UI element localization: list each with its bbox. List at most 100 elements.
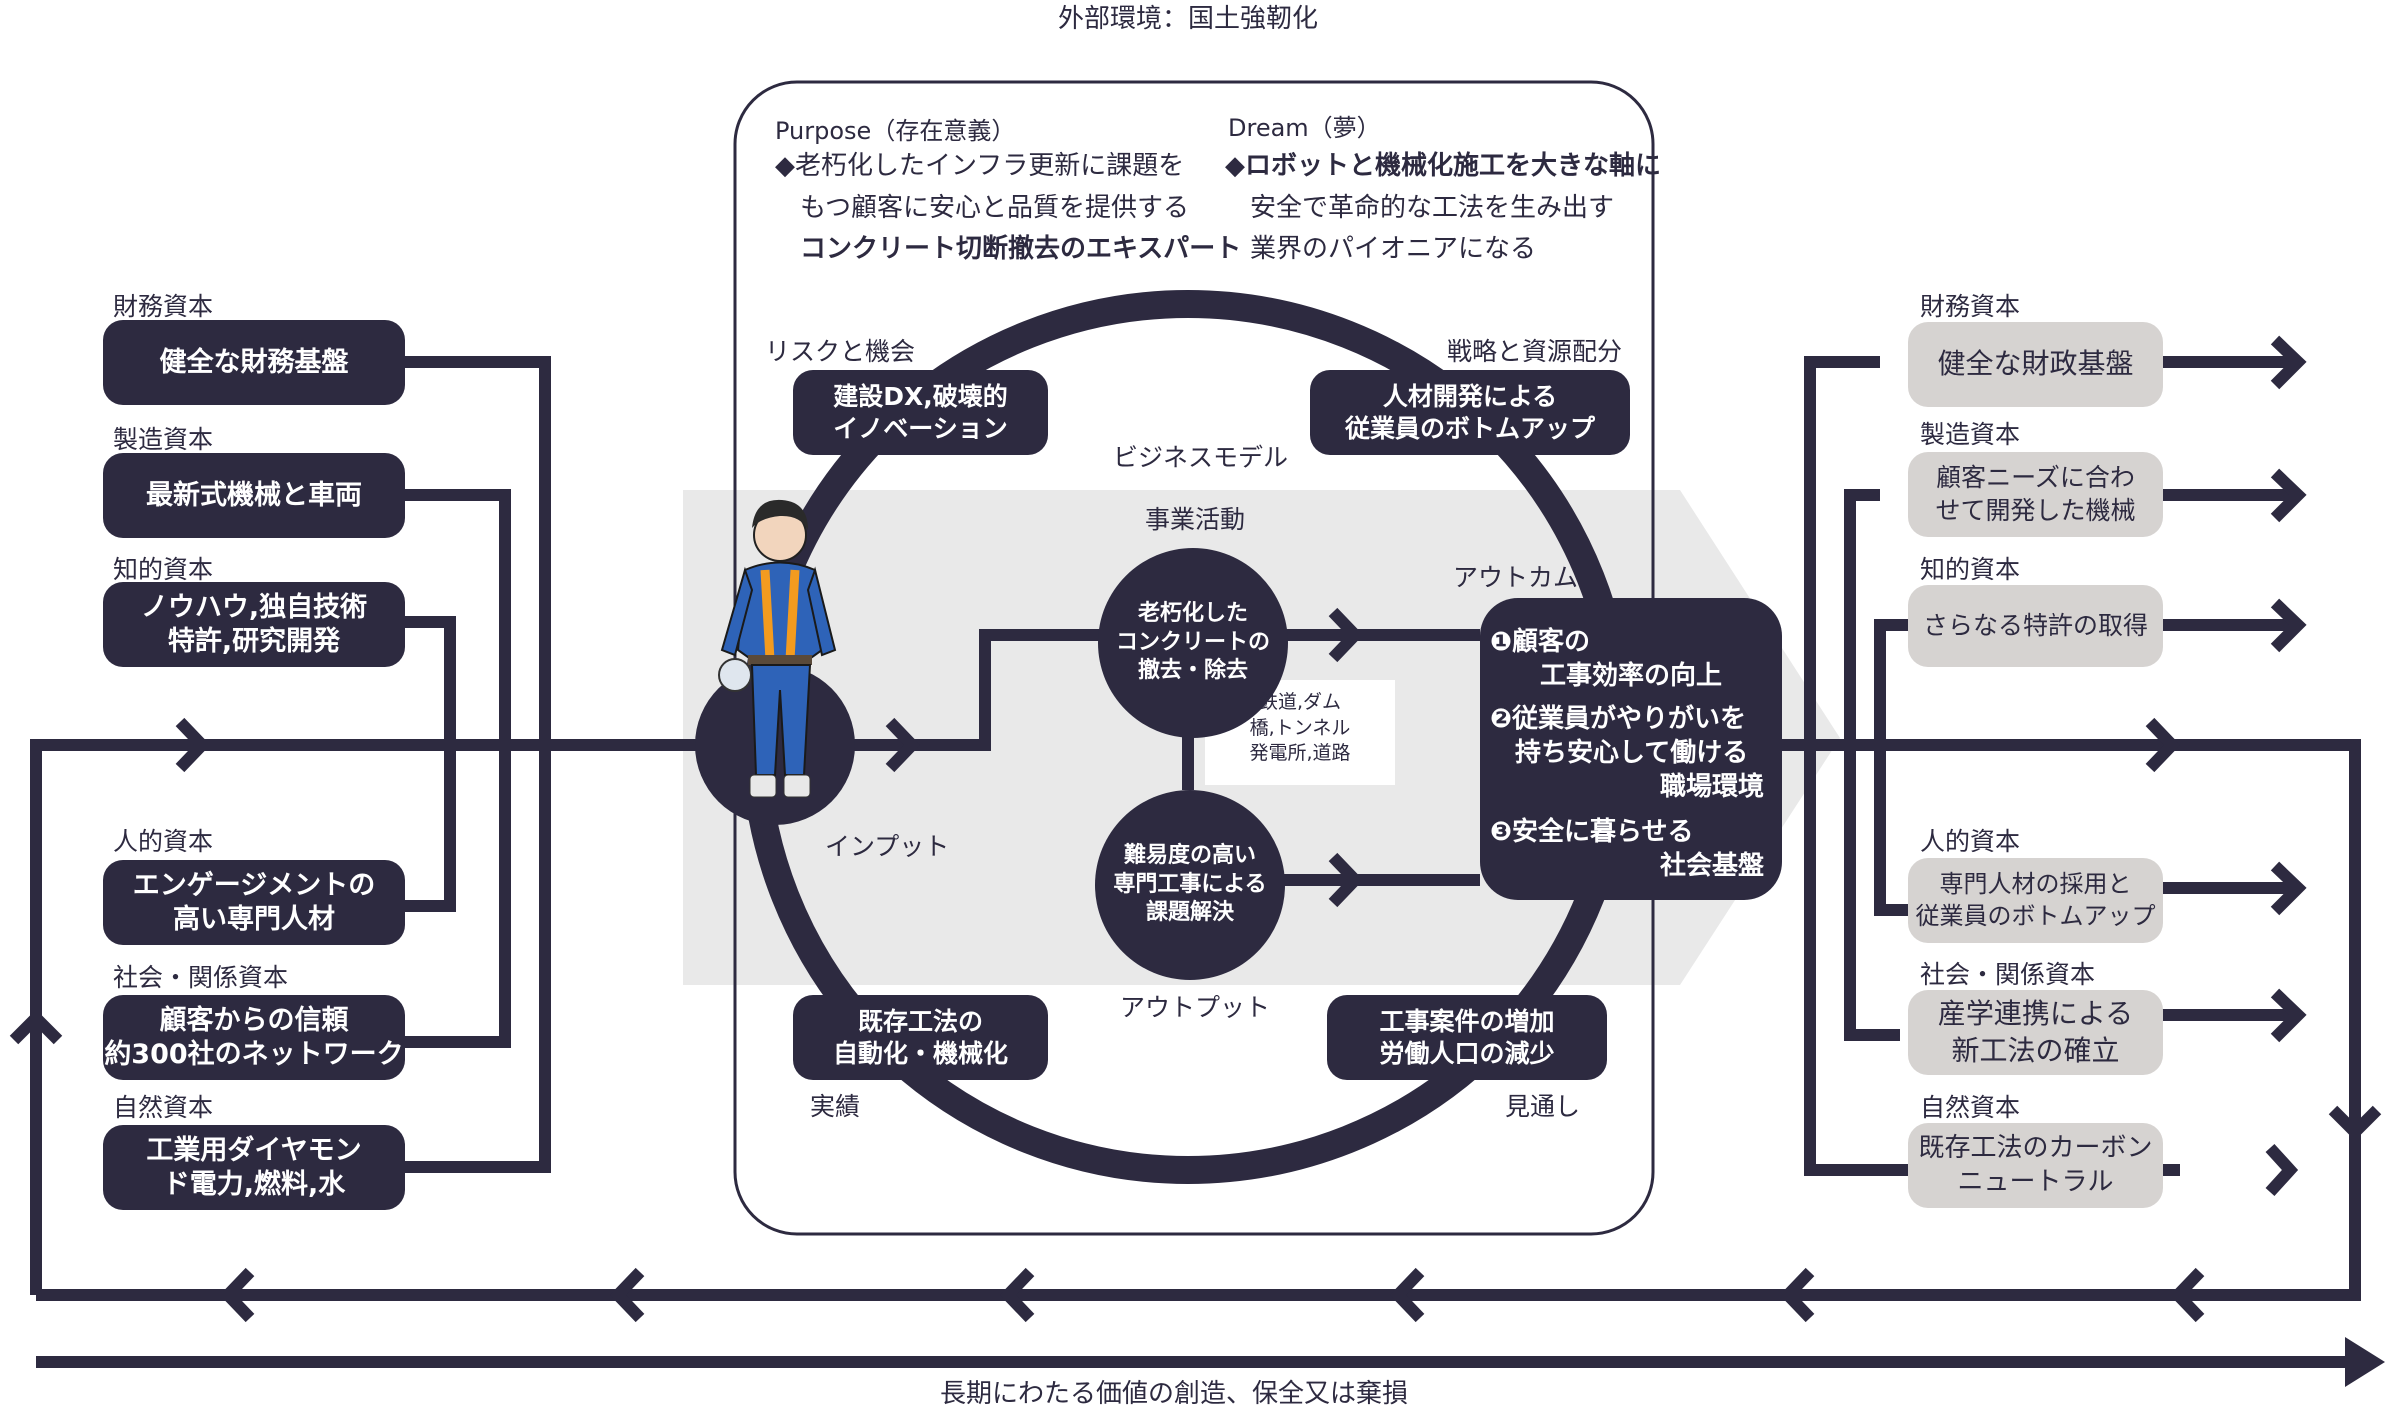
right-capital-text: ニュートラル <box>1957 1166 2114 1197</box>
left-capital-box-natural: 工業用ダイヤモン ド電力,燃料,水 <box>103 1125 405 1210</box>
outcome-1a: ❶顧客の <box>1490 627 1591 657</box>
arrow-chevron-icon <box>2270 861 2307 916</box>
right-flow <box>36 739 2361 1301</box>
outcome-2a: ❷従業員がやりがいを <box>1490 704 1747 734</box>
activity-text: 老朽化した <box>1137 601 1248 627</box>
outlook-text: 労働人口の減少 <box>1379 1038 1555 1068</box>
top-title: 外部環境：国土強靭化 <box>1058 4 1319 34</box>
left-capital-text: 約300社のネットワーク <box>104 1038 404 1070</box>
outcome-label: アウトカム <box>1453 563 1579 592</box>
left-capital-text: エンゲージメントの <box>132 869 376 901</box>
business-activity-label: 事業活動 <box>1145 505 1246 534</box>
connector-right-3 <box>1874 619 1915 916</box>
arrow-chevron-icon <box>2270 598 2307 653</box>
right-capital-label-manufacturing: 製造資本 <box>1920 420 2021 449</box>
arrow-chevron-icon <box>2270 468 2307 523</box>
target-line: 発電所,道路 <box>1249 742 1351 765</box>
activity-circle-removal: 老朽化した コンクリートの 撤去・除去 <box>1098 548 1288 738</box>
left-capital-text: 高い専門人材 <box>173 903 335 935</box>
right-capital-label-financial: 財務資本 <box>1920 292 2021 321</box>
right-capital-box-human: 専門人材の採用と 従業員のボトムアップ <box>1908 858 2163 943</box>
connector-right-2 <box>1844 489 1900 1041</box>
purpose-line1: ◆老朽化したインフラ更新に課題を <box>775 151 1185 181</box>
outcome-box: ❶顧客の 工事効率の向上 ❷従業員がやりがいを 持ち安心して働ける 職場環境 ❸… <box>1480 598 1782 900</box>
connector-manufacturing <box>405 489 511 1048</box>
purpose-heading: Purpose（存在意義） <box>775 117 1016 145</box>
left-capital-label-financial: 財務資本 <box>113 292 214 321</box>
right-capital-text: 従業員のボトムアップ <box>1915 901 2156 930</box>
strategy-text: 従業員のボトムアップ <box>1344 413 1595 443</box>
performance-label: 実績 <box>810 1092 861 1121</box>
right-capital-label-intellectual: 知的資本 <box>1920 555 2021 584</box>
left-capital-box-social: 顧客からの信頼 約300社のネットワーク <box>103 995 405 1080</box>
arrow-chevron-icon <box>999 1267 1035 1323</box>
activity-text: コンクリートの <box>1115 629 1270 655</box>
left-capital-text: 健全な財務基盤 <box>159 346 349 378</box>
right-capital-text: 専門人材の採用と <box>1939 870 2132 899</box>
arrow-chevron-icon <box>1779 1267 1815 1323</box>
right-capital-box-intellectual: さらなる特許の取得 <box>1908 585 2163 667</box>
activity-text: 課題解決 <box>1145 900 1234 926</box>
arrow-chevron-icon <box>1328 607 1364 663</box>
right-capital-text: 既存工法のカーボン <box>1918 1132 2153 1163</box>
right-capital-text: 健全な財政基盤 <box>1937 347 2134 381</box>
arrow-chevron-icon <box>9 1009 63 1045</box>
purpose-line2: もつ顧客に安心と品質を提供する <box>800 193 1189 223</box>
right-capital-label-human: 人的資本 <box>1920 827 2021 856</box>
strategy-text: 人材開発による <box>1382 382 1558 412</box>
worker-illustration <box>718 499 837 798</box>
left-capital-label-human: 人的資本 <box>113 827 214 856</box>
left-capital-text: 工業用ダイヤモン <box>146 1134 362 1166</box>
dream-heading: Dream（夢） <box>1228 114 1381 142</box>
right-capital-label-natural: 自然資本 <box>1920 1093 2021 1122</box>
input-label: インプット <box>825 832 950 861</box>
arrow-chevron-icon <box>885 717 921 773</box>
purpose-line3: コンクリート切断撤去のエキスパート <box>800 234 1242 264</box>
left-capital-box-manufacturing: 最新式機械と車両 <box>103 453 405 538</box>
activity-text: 専門工事による <box>1113 871 1267 897</box>
arrow-chevron-icon <box>1389 1267 1425 1323</box>
outcome-2c: 職場環境 <box>1659 772 1764 802</box>
outcome-2b: 持ち安心して働ける <box>1515 738 1749 768</box>
arrow-chevron-icon <box>2265 1143 2299 1197</box>
left-capital-box-financial: 健全な財務基盤 <box>103 320 405 405</box>
right-capital-box-manufacturing: 顧客ニーズに合わ せて開発した機械 <box>1908 452 2163 537</box>
activity-text: 撤去・除去 <box>1137 658 1248 684</box>
target-line: 橋,トンネル <box>1249 716 1351 739</box>
arrow-chevron-icon <box>2145 717 2181 773</box>
performance-box: 既存工法の 自動化・機械化 <box>793 995 1048 1080</box>
arrow-chevron-icon <box>219 1267 255 1323</box>
right-capital-text: さらなる特許の取得 <box>1922 610 2148 640</box>
outcome-3a: ❸安全に暮らせる <box>1490 817 1694 847</box>
dream-line1: ◆ロボットと機械化施工を大きな軸に <box>1225 151 1661 181</box>
left-capital-box-human: エンゲージメントの 高い専門人材 <box>103 860 405 945</box>
arrow-chevron-icon <box>2169 1267 2205 1323</box>
right-capital-label-social: 社会・関係資本 <box>1920 960 2096 989</box>
bottom-arrowhead <box>2345 1337 2385 1387</box>
outlook-box: 工事案件の増加 労働人口の減少 <box>1327 995 1607 1080</box>
right-capital-text: せて開発した機械 <box>1935 495 2136 525</box>
left-capital-text: 顧客からの信頼 <box>159 1004 349 1036</box>
left-capital-text: 最新式機械と車両 <box>146 479 362 511</box>
right-capital-text: 産学連携による <box>1937 997 2134 1031</box>
outcome-1b: 工事効率の向上 <box>1540 661 1723 691</box>
outlook-label: 見通し <box>1505 1092 1581 1121</box>
right-capital-text: 顧客ニーズに合わ <box>1936 463 2135 492</box>
connector-financial <box>405 356 551 1173</box>
arrow-chevron-icon <box>175 717 211 773</box>
bottom-title: 長期にわたる価値の創造、保全又は棄損 <box>940 1379 1409 1409</box>
left-capital-text: ノウハウ,独自技術 <box>140 591 368 623</box>
right-capital-text: 新工法の確立 <box>1951 1033 2120 1067</box>
right-capital-box-social: 産学連携による 新工法の確立 <box>1908 990 2163 1075</box>
performance-text: 自動化・機械化 <box>832 1038 1008 1068</box>
right-capital-box-natural: 既存工法のカーボン ニュートラル <box>1908 1123 2163 1208</box>
activity-text: 難易度の高い <box>1123 843 1256 869</box>
risk-label: リスクと機会 <box>765 337 916 366</box>
risk-text: イノベーション <box>833 413 1008 443</box>
connector-intellectual <box>405 616 456 912</box>
strategy-label: 戦略と資源配分 <box>1447 337 1623 366</box>
left-capital-text: ド電力,燃料,水 <box>162 1168 346 1200</box>
dream-line3: 業界のパイオニアになる <box>1250 234 1537 264</box>
left-capital-label-manufacturing: 製造資本 <box>113 425 214 454</box>
outcome-3b: 社会基盤 <box>1659 851 1764 881</box>
